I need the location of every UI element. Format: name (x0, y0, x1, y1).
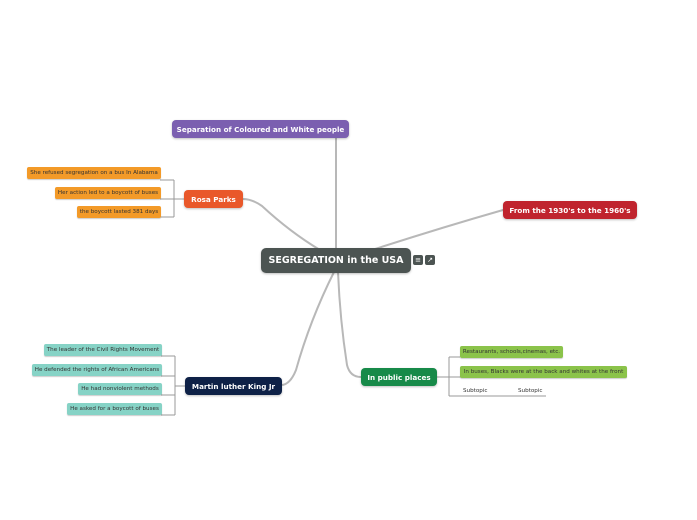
subtopic-label: the boycott lasted 381 days (79, 209, 159, 215)
subtopic-placeholder-1[interactable]: Subtopic (463, 385, 513, 396)
subtopic-mlk-4[interactable]: He asked for a boycott of buses (67, 403, 162, 415)
subtopic-mlk-3[interactable]: He had nonviolent methods (78, 383, 162, 395)
subtopic-mlk-1[interactable]: The leader of the Civil Rights Movement (44, 344, 162, 356)
central-topic[interactable]: SEGREGATION in the USA (261, 248, 411, 273)
subtopic-label: In buses, Blacks were at the back and wh… (463, 369, 624, 375)
topic-period[interactable]: From the 1930's to the 1960's (503, 201, 637, 219)
subtopic-placeholder-2[interactable]: Subtopic (518, 385, 548, 396)
subtopic-label: She refused segregation on a bus In Alab… (30, 170, 158, 176)
central-topic-label: SEGREGATION in the USA (268, 255, 404, 266)
subtopic-label: Subtopic (518, 387, 543, 394)
topic-period-label: From the 1930's to the 1960's (509, 205, 631, 215)
subtopic-public-1[interactable]: Restaurants, schools,cinemas, etc. (460, 346, 563, 358)
notes-icon[interactable]: ≡ (413, 255, 423, 265)
subtopic-mlk-2[interactable]: He defended the rights of African Americ… (32, 364, 162, 376)
subtopic-public-2[interactable]: In buses, Blacks were at the back and wh… (460, 366, 627, 378)
subtopic-label: He defended the rights of African Americ… (34, 367, 160, 373)
topic-public-places[interactable]: In public places (361, 368, 437, 386)
subtopic-label: Subtopic (463, 387, 488, 394)
topic-separation-label: Separation of Coloured and White people (176, 124, 345, 134)
topic-martin-luther-king[interactable]: Martin luther King Jr (185, 377, 282, 395)
subtopic-label: The leader of the Civil Rights Movement (46, 347, 160, 353)
topic-rosa-parks-label: Rosa Parks (191, 194, 236, 204)
link-icon[interactable]: ↗ (425, 255, 435, 265)
subtopic-rosa-2[interactable]: Her action led to a boycott of buses (55, 187, 161, 199)
subtopic-rosa-1[interactable]: She refused segregation on a bus In Alab… (27, 167, 161, 179)
subtopic-label: Restaurants, schools,cinemas, etc. (462, 349, 561, 355)
topic-public-label: In public places (367, 372, 431, 382)
subtopic-rosa-3[interactable]: the boycott lasted 381 days (77, 206, 161, 218)
topic-rosa-parks[interactable]: Rosa Parks (184, 190, 243, 208)
topic-mlk-label: Martin luther King Jr (191, 381, 276, 391)
subtopic-label: Her action led to a boycott of buses (57, 190, 159, 196)
topic-separation[interactable]: Separation of Coloured and White people (172, 120, 349, 138)
subtopic-label: He asked for a boycott of buses (70, 406, 159, 412)
subtopic-label: He had nonviolent methods (81, 386, 159, 392)
